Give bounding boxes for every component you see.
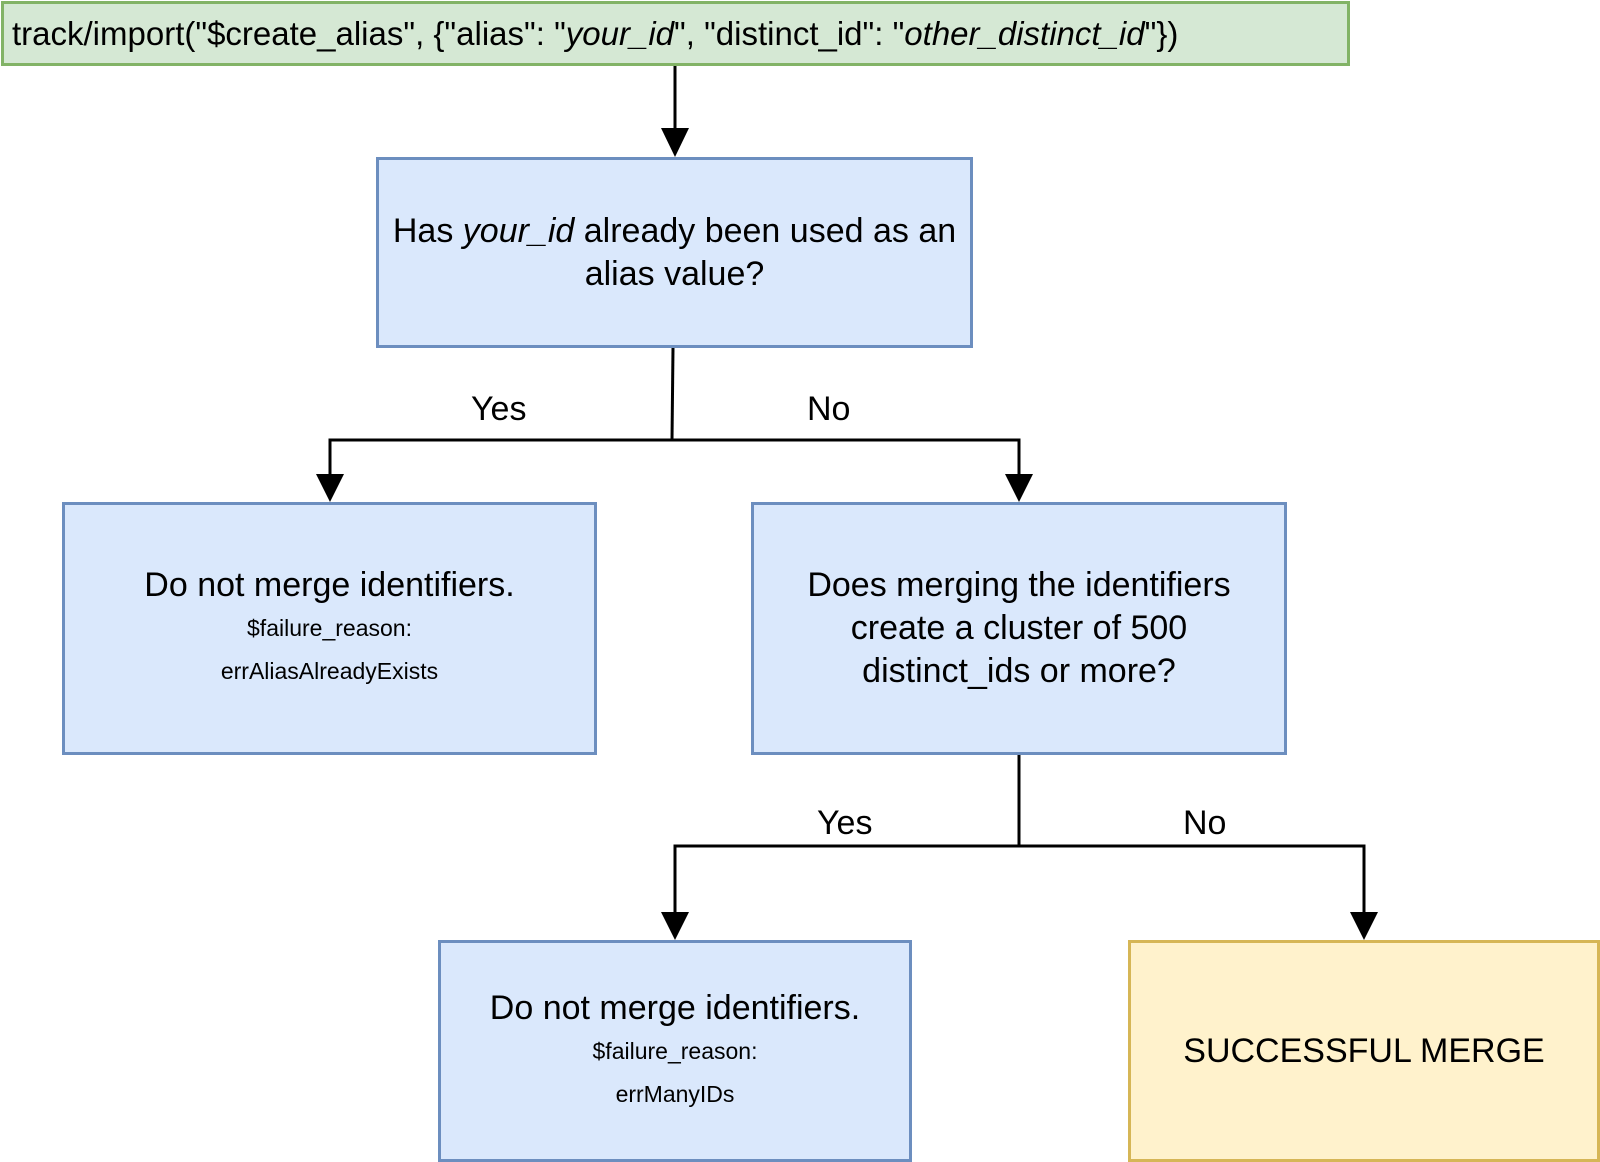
success-node: SUCCESSFUL MERGE	[1128, 940, 1600, 1162]
arrowhead-yes-to-fail-cluster	[661, 912, 689, 940]
edge-label-yes-cluster: Yes	[817, 804, 873, 842]
decision-alias-used-text: Has your_id already been used as an alia…	[392, 211, 957, 293]
fail-cluster-reason-value: errManyIDs	[615, 1080, 735, 1107]
fail-alias-title: Do not merge identifiers.	[144, 566, 515, 604]
alias-variable: your_id	[565, 15, 675, 52]
fail-alias-reason-label: $failure_reason:	[247, 615, 412, 641]
edge-label-yes-alias: Yes	[471, 390, 527, 428]
edge-no-to-decision-cluster	[672, 438, 1021, 476]
fail-alias-node: Do not merge identifiers. $failure_reaso…	[62, 502, 597, 755]
arrowhead-start-to-decision-alias	[661, 128, 689, 157]
fail-cluster-title: Do not merge identifiers.	[489, 988, 861, 1027]
arrowhead-yes-to-fail-alias	[316, 474, 344, 502]
decision-alias-used: Has your_id already been used as an alia…	[376, 157, 973, 348]
edge-yes-to-fail-alias	[328, 438, 672, 476]
edge-no-to-success	[1019, 844, 1366, 914]
fail-alias-reason-value: errAliasAlreadyExists	[220, 658, 439, 684]
edge-yes-to-fail-cluster	[673, 844, 1019, 914]
fail-cluster-node: Do not merge identifiers. $failure_reaso…	[438, 940, 912, 1162]
edge-decision-alias-trunk	[670, 347, 675, 441]
decision-cluster-size-text: Does merging the identifiers create a cl…	[807, 566, 1231, 690]
arrowhead-no-to-success	[1350, 912, 1378, 940]
your-id-variable: your_id	[462, 211, 575, 250]
edge-label-no-alias: No	[807, 390, 851, 428]
distinct-id-variable: other_distinct_id	[904, 15, 1145, 52]
edge-label-no-cluster: No	[1183, 804, 1227, 842]
fail-cluster-reason-label: $failure_reason:	[592, 1037, 758, 1064]
success-node-text: SUCCESSFUL MERGE	[1183, 1031, 1545, 1070]
start-node: track/import("$create_alias", {"alias": …	[1, 1, 1350, 66]
start-node-label: track/import("$create_alias", {"alias": …	[12, 15, 1179, 52]
decision-cluster-size: Does merging the identifiers create a cl…	[751, 502, 1287, 755]
arrowhead-no-to-decision-cluster	[1005, 474, 1033, 502]
